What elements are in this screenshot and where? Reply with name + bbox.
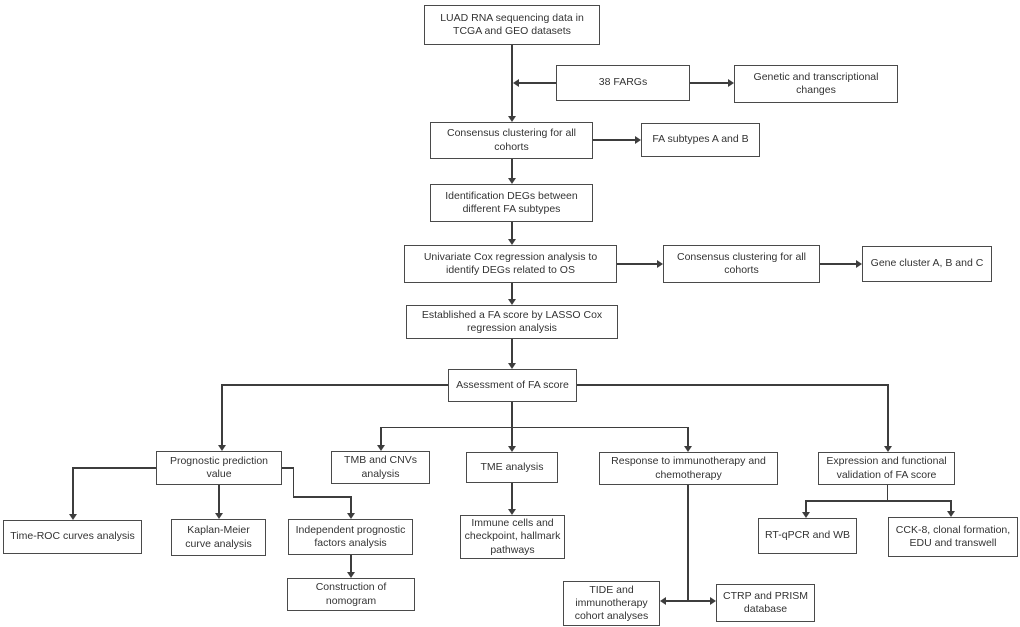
node-assessment-fa-score: Assessment of FA score: [448, 369, 577, 402]
connector: [687, 427, 689, 446]
arrowhead: [635, 136, 641, 144]
connector: [666, 600, 710, 602]
node-38-fargs: 38 FARGs: [556, 65, 690, 101]
node-immune-cells: Immune cells and checkpoint, hallmark pa…: [460, 515, 565, 559]
connector: [511, 283, 513, 299]
arrowhead: [508, 239, 516, 245]
connector: [593, 139, 635, 141]
connector: [221, 384, 223, 445]
arrowhead: [856, 260, 862, 268]
connector: [886, 485, 888, 501]
arrowhead: [802, 512, 810, 518]
connector: [380, 427, 382, 445]
node-expression-validation: Expression and functional validation of …: [818, 452, 955, 485]
node-prognostic-prediction: Prognostic prediction value: [156, 451, 282, 485]
node-independent-prognostic: Independent prognostic factors analysis: [288, 519, 413, 555]
connector: [617, 263, 657, 265]
node-univariate-cox: Univariate Cox regression analysis to id…: [404, 245, 617, 283]
connector: [350, 496, 352, 513]
connector: [292, 467, 294, 497]
arrowhead: [508, 509, 516, 515]
node-gene-cluster: Gene cluster A, B and C: [862, 246, 992, 282]
arrowhead: [508, 116, 516, 122]
arrowhead: [508, 178, 516, 184]
connector: [887, 384, 889, 446]
arrowhead: [947, 511, 955, 517]
arrowhead: [508, 299, 516, 305]
node-time-roc: Time-ROC curves analysis: [3, 520, 142, 554]
connector: [511, 402, 513, 428]
node-ctrp-prism: CTRP and PRISM database: [716, 584, 815, 622]
connector: [577, 384, 888, 386]
connector: [511, 159, 513, 178]
node-consensus-clustering-2: Consensus clustering for all cohorts: [663, 245, 820, 283]
arrowhead: [69, 514, 77, 520]
connector: [806, 500, 951, 502]
connector: [805, 500, 807, 512]
connector: [511, 427, 513, 446]
arrowhead: [513, 79, 519, 87]
node-luad-data: LUAD RNA sequencing data in TCGA and GEO…: [424, 5, 600, 45]
connector: [519, 82, 556, 84]
arrowhead: [657, 260, 663, 268]
arrowhead: [377, 445, 385, 451]
node-fa-score-lasso: Established a FA score by LASSO Cox regr…: [406, 305, 618, 339]
node-nomogram: Construction of nomogram: [287, 578, 415, 611]
connector: [292, 496, 352, 498]
connector: [511, 483, 513, 509]
arrowhead: [218, 445, 226, 451]
connector: [690, 82, 728, 84]
arrowhead: [347, 513, 355, 519]
arrowhead: [660, 597, 666, 605]
connector: [687, 485, 689, 601]
connector: [72, 467, 74, 514]
node-consensus-clustering-1: Consensus clustering for all cohorts: [430, 122, 593, 159]
node-identification-degs: Identification DEGs between different FA…: [430, 184, 593, 222]
arrowhead: [884, 446, 892, 452]
arrowhead: [215, 513, 223, 519]
arrowhead: [508, 363, 516, 369]
node-tme-analysis: TME analysis: [466, 452, 558, 483]
node-fa-subtypes: FA subtypes A and B: [641, 123, 760, 157]
node-rt-qpcr-wb: RT-qPCR and WB: [758, 518, 857, 554]
connector: [511, 339, 513, 363]
node-tmb-cnv-analysis: TMB and CNVs analysis: [331, 451, 430, 484]
node-tide-cohort: TIDE and immunotherapy cohort analyses: [563, 581, 660, 626]
connector: [381, 426, 688, 428]
arrowhead: [710, 597, 716, 605]
node-response-immunotherapy: Response to immunotherapy and chemothera…: [599, 452, 778, 485]
node-kaplan-meier: Kaplan-Meier curve analysis: [171, 519, 266, 556]
arrowhead: [508, 446, 516, 452]
arrowhead: [684, 446, 692, 452]
node-genetic-transcriptional-changes: Genetic and transcriptional changes: [734, 65, 898, 103]
connector: [218, 485, 220, 513]
node-cck8-assays: CCK-8, clonal formation, EDU and transwe…: [888, 517, 1018, 557]
connector: [511, 45, 513, 116]
arrowhead: [347, 572, 355, 578]
connector: [73, 467, 156, 469]
connector: [820, 263, 856, 265]
connector: [282, 467, 294, 469]
arrowhead: [728, 79, 734, 87]
connector: [950, 500, 952, 511]
connector: [511, 222, 513, 239]
connector: [222, 384, 448, 386]
connector: [350, 555, 352, 572]
